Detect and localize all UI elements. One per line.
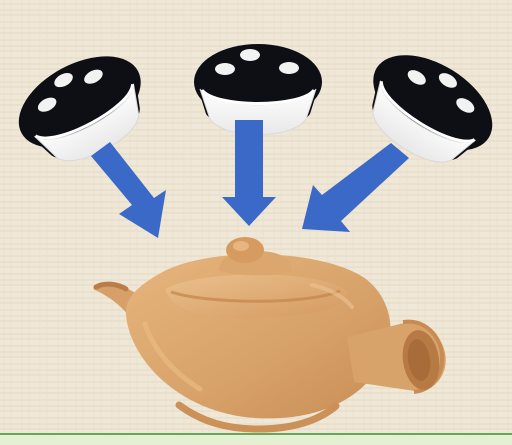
footer-band: [0, 433, 512, 445]
teapot: [93, 237, 446, 433]
teapot-icon: [93, 237, 446, 433]
arrow-down-icon: [91, 142, 166, 238]
arrow-left: [91, 142, 166, 238]
arrow-right: [302, 143, 409, 232]
arrow-down-icon: [302, 143, 409, 232]
tea-cup-center: [194, 44, 322, 136]
arrow-center: [222, 120, 276, 226]
tea-cup-right: [372, 55, 493, 163]
tea-cup-left: [18, 56, 141, 162]
arrow-down-icon: [222, 120, 276, 226]
